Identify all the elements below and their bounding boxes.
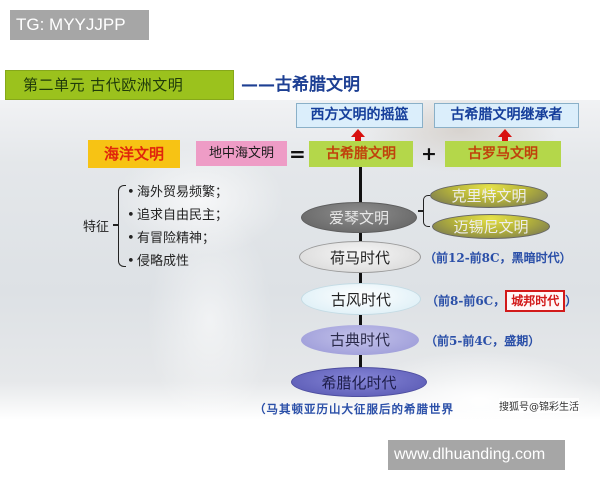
- bullet-icon: •: [127, 185, 135, 200]
- timeline-axis: [359, 167, 362, 382]
- feature-item: •侵略成性: [127, 250, 228, 273]
- feature-item: •有冒险精神；: [127, 227, 228, 250]
- timeline-node-aegean: 爱琴文明: [301, 202, 417, 233]
- watermark-top: TG: MYYJJPP: [10, 10, 149, 40]
- features-label: 特征: [83, 220, 110, 235]
- city-state-highlight: 城邦时代: [505, 290, 566, 312]
- node-crete-civilization: 克里特文明: [430, 183, 548, 208]
- timeline-node-archaic: 古风时代: [301, 283, 421, 315]
- brace-icon: [423, 195, 430, 227]
- archaic-period-note: （前8-前6C，城邦时代）: [426, 290, 577, 312]
- source-credit: 搜狐号@锦彩生活: [499, 398, 579, 413]
- brace-tip: [418, 210, 424, 212]
- feature-item: •追求自由民主；: [127, 204, 228, 227]
- plus-sign: +: [421, 143, 437, 165]
- classical-period-note: （前5-前4C，盛期）: [425, 334, 541, 348]
- arrow-up-icon: [498, 129, 512, 145]
- arrow-up-icon: [351, 129, 365, 145]
- label-successor-of-greek-civ: 古希腊文明继承者: [434, 103, 579, 128]
- feature-item: •海外贸易频繁；: [127, 181, 228, 204]
- timeline-node-classical: 古典时代: [301, 325, 419, 355]
- brace-tip: [113, 224, 119, 226]
- timeline-node-homeric: 荷马时代: [299, 241, 421, 273]
- brace-icon: [118, 185, 126, 267]
- ocean-civilization-box: 海洋文明: [88, 140, 180, 168]
- timeline-node-hellenistic: 希腊化时代: [291, 367, 427, 397]
- unit-title: 第二单元 古代欧洲文明: [5, 70, 234, 100]
- bullet-icon: •: [127, 208, 135, 223]
- equals-sign: =: [289, 142, 306, 166]
- label-cradle-of-western-civ: 西方文明的摇篮: [296, 103, 423, 128]
- bullet-icon: •: [127, 231, 135, 246]
- feature-list: •海外贸易频繁； •追求自由民主； •有冒险精神； •侵略成性: [127, 181, 228, 273]
- roman-civilization-box: 古罗马文明: [445, 141, 561, 167]
- hellenistic-period-note: （马其顿亚历山大征服后的希腊世界: [254, 402, 454, 416]
- bullet-icon: •: [127, 254, 135, 269]
- lesson-subtitle: ——古希腊文明: [241, 75, 360, 95]
- homeric-period-note: （前12-前8C，黑暗时代）: [424, 251, 572, 265]
- greek-civilization-box: 古希腊文明: [309, 141, 413, 167]
- node-mycenaean-civilization: 迈锡尼文明: [432, 214, 550, 239]
- mediterranean-civilization-box: 地中海文明: [196, 141, 287, 166]
- watermark-bottom: www.dlhuanding.com: [388, 440, 565, 470]
